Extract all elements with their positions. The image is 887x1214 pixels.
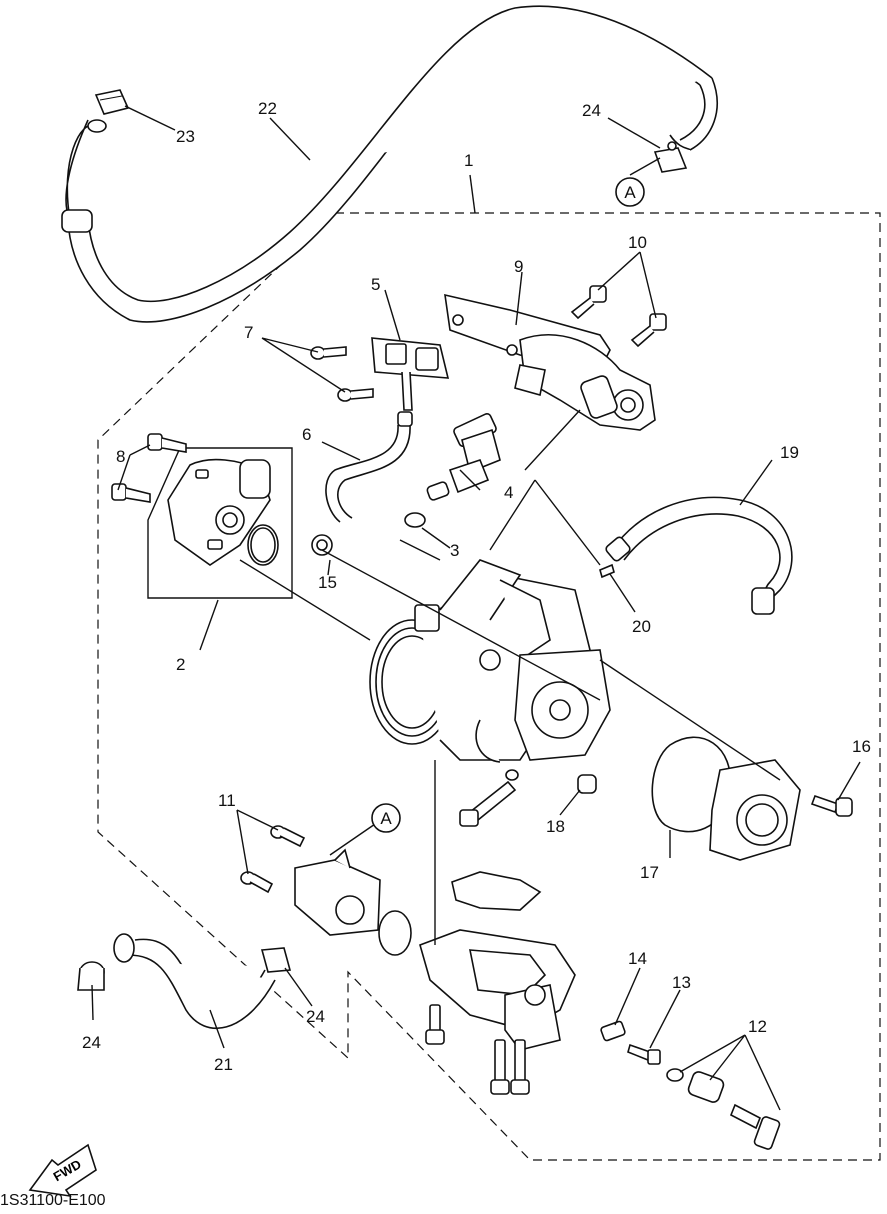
pin-20: [599, 563, 615, 579]
gasket-plate: [451, 871, 542, 911]
callout-6: 6: [302, 425, 311, 444]
callout-3: 3: [450, 541, 459, 560]
fuel-injector-4: [426, 413, 501, 501]
small-o-ring: [505, 769, 519, 781]
callout-20: 20: [632, 617, 651, 636]
callout-15: 15: [318, 573, 337, 592]
callout-1: 1: [464, 151, 473, 170]
callout-10: 10: [628, 233, 647, 252]
screw-16: [810, 794, 853, 817]
callout-2: 2: [176, 655, 185, 674]
o-ring-fitting: [378, 910, 412, 956]
callout-24-top: 24: [582, 101, 601, 120]
callout-24-right: 24: [306, 1007, 325, 1026]
callout-16: 16: [852, 737, 871, 756]
idle-screw-set-12: [666, 1068, 781, 1150]
nut-15: [311, 534, 333, 556]
hose-clip-24-top: [653, 141, 688, 173]
callout-24-left: 24: [82, 1033, 101, 1052]
screws-10: [570, 285, 667, 348]
callout-19: 19: [780, 443, 799, 462]
bolt-center: [459, 780, 517, 827]
hose-22: [61, 5, 718, 323]
cover-plate: [709, 759, 801, 861]
screw-13: [627, 1043, 661, 1065]
tps-sensor-group-2: [147, 447, 293, 599]
callout-8: 8: [116, 447, 125, 466]
spring-14: [600, 1020, 626, 1042]
cap-18: [577, 774, 597, 794]
gasket-17: [651, 736, 732, 833]
callout-5: 5: [371, 275, 380, 294]
fwd-arrow: FWD: [28, 1143, 97, 1198]
idle-control-housing: [419, 929, 576, 1051]
screws-8: [111, 433, 187, 503]
callout-12: 12: [748, 1017, 767, 1036]
callout-4: 4: [504, 483, 513, 502]
callout-11: 11: [218, 791, 236, 810]
callout-13: 13: [672, 973, 691, 992]
hose-clip-24-right: [260, 947, 292, 973]
assembly-boundary: [97, 212, 881, 1161]
callout-17: 17: [640, 863, 659, 882]
hose-21: [113, 933, 276, 1029]
callout-9: 9: [514, 257, 523, 276]
ref-marker-a-top-label: A: [624, 183, 636, 202]
diagram-code: 1S31100-E100: [0, 1192, 106, 1209]
hose-19: [605, 496, 793, 615]
callout-23: 23: [176, 127, 195, 146]
hose-clip-23: [94, 89, 130, 115]
callout-18: 18: [546, 817, 565, 836]
leader-lines: [91, 105, 861, 1111]
ref-marker-a-bottom: A: [371, 803, 401, 833]
hose-clip-24-left: [77, 961, 105, 991]
callout-21: 21: [214, 1055, 233, 1074]
callout-22: 22: [258, 99, 277, 118]
fitting-11: [240, 825, 381, 936]
ref-marker-a-top: A: [615, 177, 645, 207]
screws-7: [310, 346, 374, 402]
callout-7: 7: [244, 323, 253, 342]
housing-screws: [425, 1004, 530, 1095]
bracket-9: [444, 293, 656, 431]
throttle-body-main: [369, 559, 611, 763]
connector-5: [371, 337, 450, 411]
ref-marker-a-bottom-label: A: [380, 809, 392, 828]
hose-6: [325, 411, 413, 523]
callout-14: 14: [628, 949, 647, 968]
o-ring-3: [404, 512, 426, 528]
